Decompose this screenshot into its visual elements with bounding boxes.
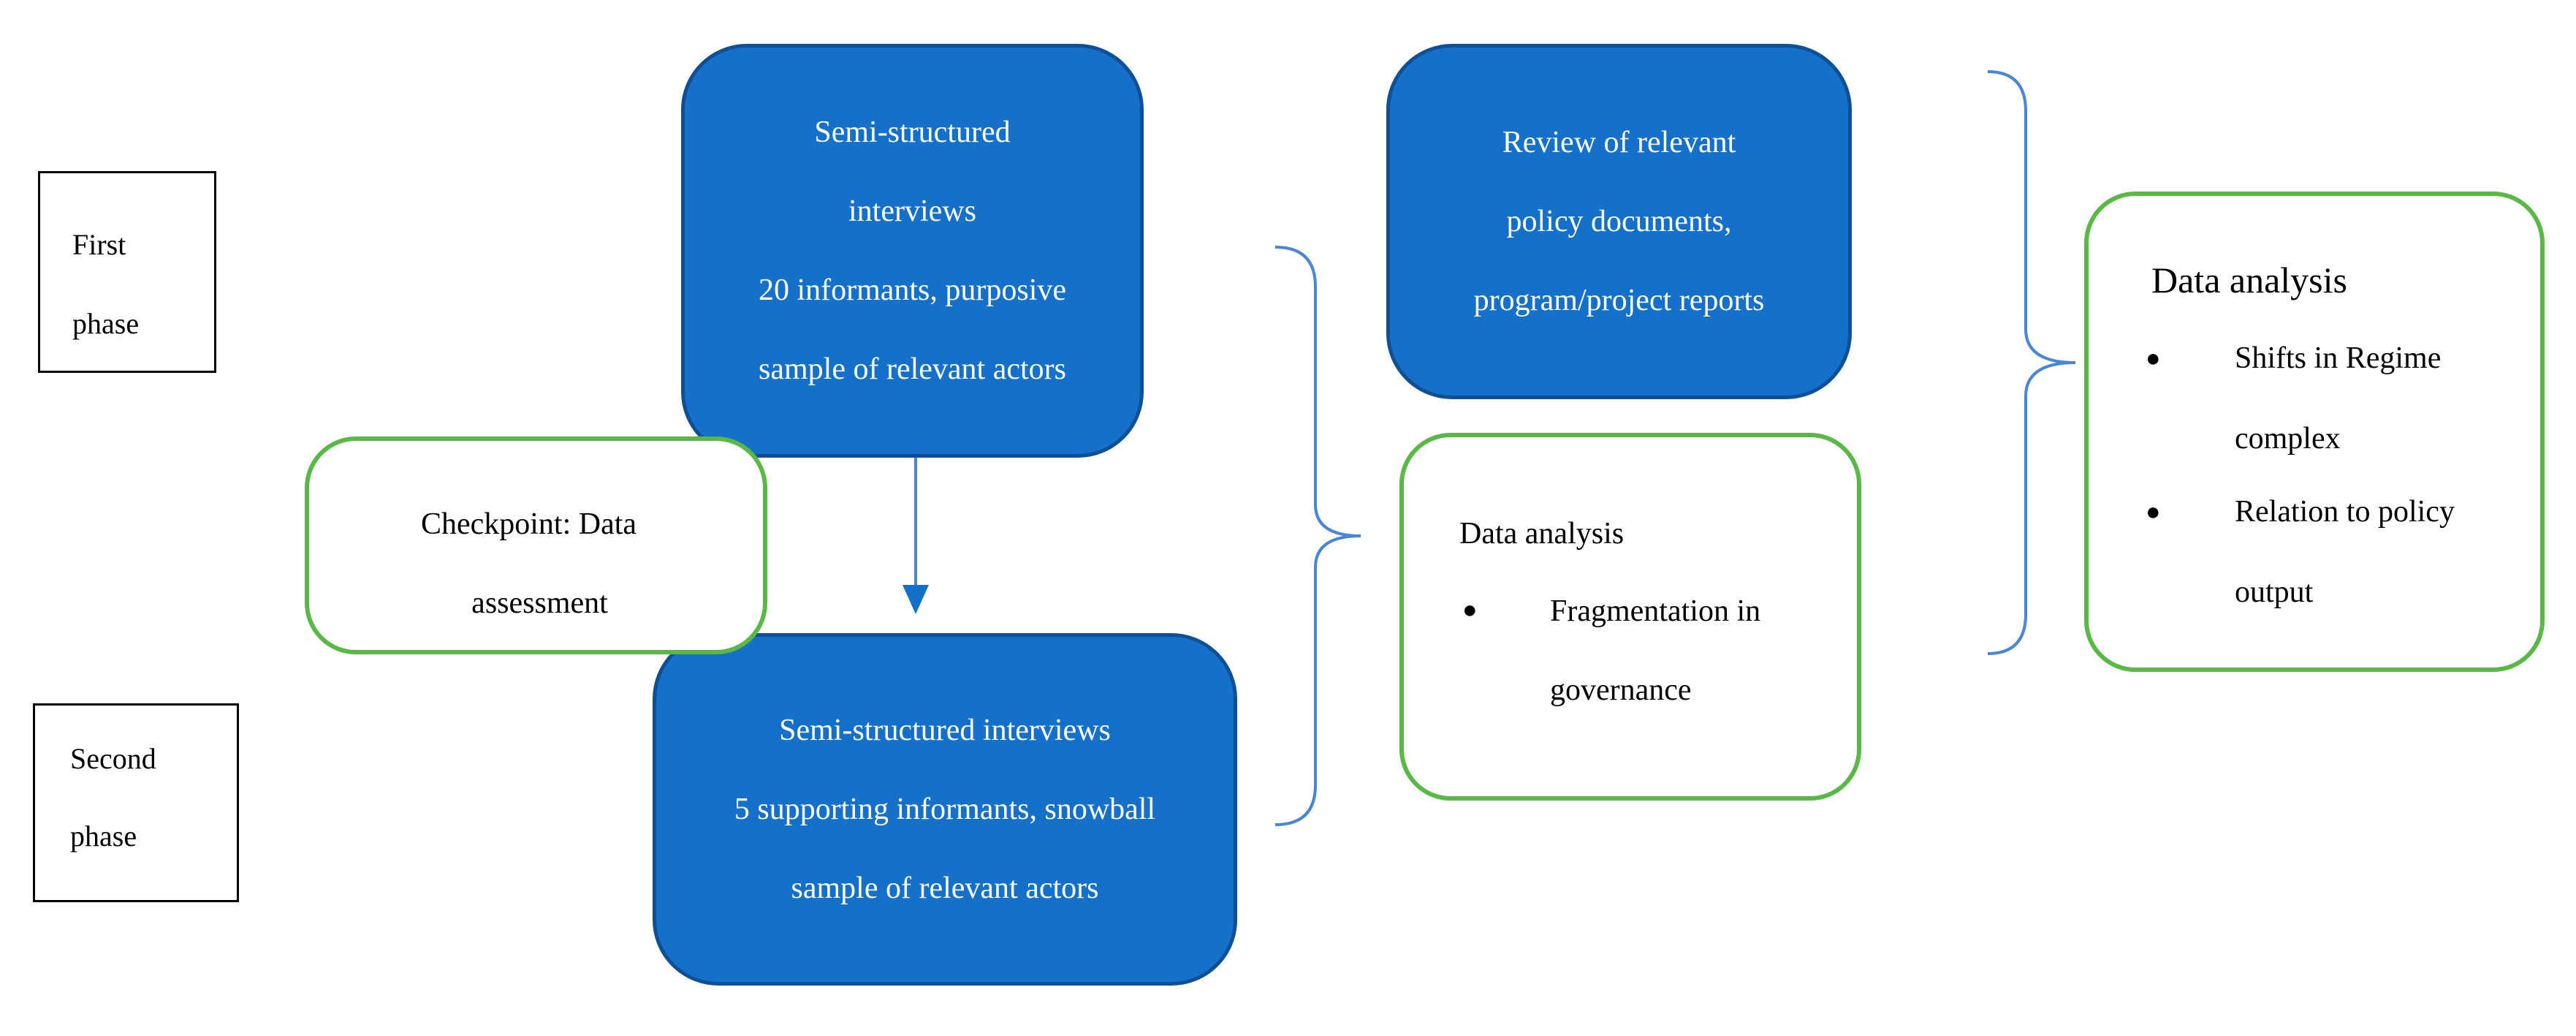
- review-line-1: Review of relevant: [1502, 126, 1736, 159]
- review-line-2: policy documents,: [1506, 205, 1732, 238]
- analysis-final-bullet-1-line-1: Shifts in Regime: [2235, 341, 2442, 375]
- bullet-icon: ●: [2146, 345, 2161, 372]
- analysis-final-bullet-2-line-1: Relation to policy: [2235, 495, 2455, 529]
- interviews-first-line-4: sample of relevant actors: [759, 352, 1066, 386]
- analysis-final-bullet-2-line-2: output: [2235, 575, 2314, 609]
- interviews-second-line-1: Semi-structured interviews: [779, 714, 1111, 747]
- review-box: Review of relevant policy documents, pro…: [1386, 44, 1852, 399]
- checkpoint-box: Checkpoint: Data assessment: [305, 436, 767, 654]
- analysis-final-box: Data analysis ● Shifts in Regime complex…: [2084, 192, 2545, 672]
- right-brace: [1987, 70, 2076, 655]
- analysis-mid-title: Data analysis: [1459, 517, 1625, 551]
- analysis-final-title: Data analysis: [2151, 260, 2347, 300]
- interviews-first-line-2: interviews: [848, 194, 976, 228]
- second-phase-line-1: Second: [70, 742, 156, 775]
- interviews-first-line-1: Semi-structured: [814, 116, 1011, 149]
- interviews-first-box: Semi-structured interviews 20 informants…: [681, 44, 1144, 458]
- second-phase-label: Second phase: [33, 703, 239, 902]
- interviews-second-line-3: sample of relevant actors: [791, 871, 1099, 905]
- left-brace: [1274, 246, 1361, 826]
- second-phase-line-2: phase: [70, 820, 137, 852]
- first-phase-line-2: phase: [72, 307, 140, 340]
- checkpoint-line-1: Checkpoint: Data: [420, 507, 637, 541]
- interviews-first-line-3: 20 informants, purposive: [758, 273, 1067, 307]
- checkpoint-line-2: assessment: [471, 586, 608, 620]
- review-line-3: program/project reports: [1473, 284, 1765, 317]
- bullet-icon: ●: [2146, 499, 2161, 526]
- down-arrow: [903, 458, 929, 614]
- first-phase-line-1: First: [72, 228, 126, 261]
- bullet-icon: ●: [1462, 597, 1478, 624]
- interviews-second-box: Semi-structured interviews 5 supporting …: [653, 633, 1237, 986]
- analysis-mid-bullet-line-2: governance: [1550, 673, 1692, 707]
- interviews-second-line-2: 5 supporting informants, snowball: [734, 793, 1156, 826]
- analysis-mid-box: Data analysis ● Fragmentation in governa…: [1399, 433, 1861, 801]
- first-phase-label: First phase: [38, 171, 216, 373]
- analysis-final-bullet-1-line-2: complex: [2235, 422, 2341, 455]
- analysis-mid-bullet-line-1: Fragmentation in: [1550, 594, 1761, 628]
